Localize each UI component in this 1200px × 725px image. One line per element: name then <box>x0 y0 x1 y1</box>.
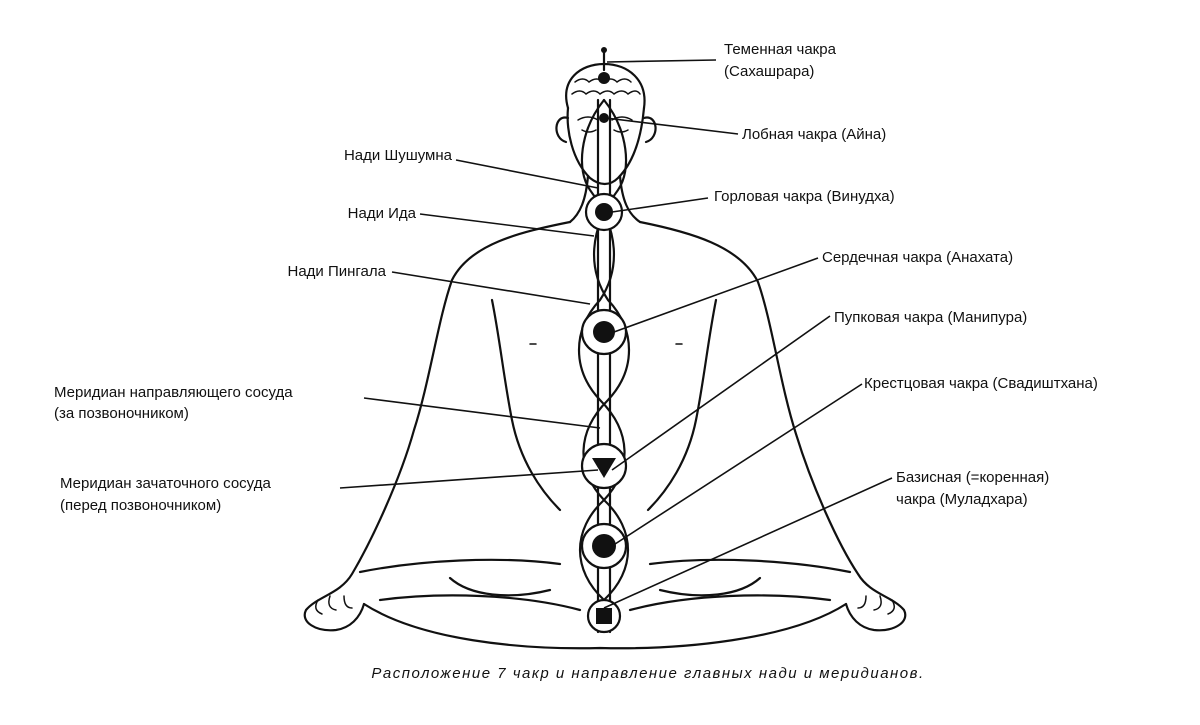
chakra-crown <box>598 72 610 84</box>
chakra-heart <box>580 308 628 356</box>
chakra-brow <box>599 113 609 123</box>
label-throat-chakra: Горловая чакра (Винудха) <box>714 188 895 205</box>
label-governing-line-1: Меридиан направляющего сосуда <box>54 384 293 401</box>
label-sacral-chakra: Крестцовая чакра (Свадиштхана) <box>864 375 1098 392</box>
label-brow-chakra: Лобная чакра (Айна) <box>742 126 886 143</box>
label-root-chakra: Базисная (=коренная) чакра (Муладхара) <box>896 469 1049 508</box>
label-conception-line-1: Меридиан зачаточного сосуда <box>60 475 271 492</box>
label-root-line-1: Базисная (=коренная) <box>896 469 1049 486</box>
chakra-sacral <box>580 522 628 570</box>
leader-lines <box>339 59 893 609</box>
label-nadi-ida: Нади Ида <box>348 205 417 222</box>
label-conception-line-2: (перед позвоночником) <box>60 497 221 514</box>
label-crown-line-2: (Сахашрара) <box>724 63 814 80</box>
chakra-throat <box>584 192 624 232</box>
label-crown-line-1: Теменная чакра <box>724 41 837 58</box>
label-governing-meridian: Меридиан направляющего сосуда (за позвон… <box>54 384 293 422</box>
label-conception-meridian: Меридиан зачаточного сосуда (перед позво… <box>60 475 271 514</box>
label-crown-chakra: Теменная чакра (Сахашрара) <box>724 41 837 80</box>
chakra-navel <box>580 442 628 490</box>
label-governing-line-2: (за позвоночником) <box>54 405 189 422</box>
label-navel-chakra: Пупковая чакра (Манипура) <box>834 309 1027 326</box>
label-nadi-sushumna: Нади Шушумна <box>344 147 453 164</box>
figure-caption: Расположение 7 чакр и направление главны… <box>371 665 924 682</box>
label-nadi-pingala: Нади Пингала <box>288 263 387 280</box>
label-root-line-2: чакра (Муладхара) <box>896 491 1028 508</box>
label-heart-chakra: Сердечная чакра (Анахата) <box>822 249 1013 266</box>
chakra-root <box>586 598 622 634</box>
